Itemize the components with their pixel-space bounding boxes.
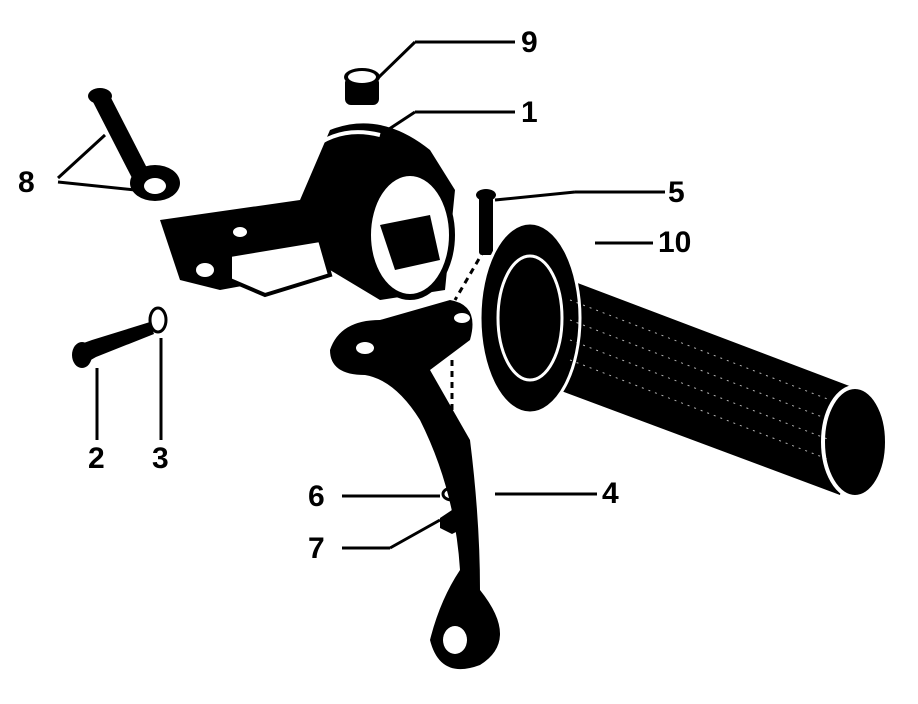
callout-10: 10 [658,226,692,259]
washer-part-3 [148,306,168,334]
callout-1: 1 [521,96,538,129]
callout-8: 8 [18,166,35,199]
callout-6: 6 [308,480,325,513]
callout-5: 5 [668,176,685,209]
grip-part-10 [478,221,889,499]
lever-part-4 [330,300,500,670]
bolt-part-2 [72,322,154,368]
leader-8a [56,133,107,180]
leader-8b [57,180,136,192]
callout-9: 9 [521,26,538,59]
housing-part-1 [160,123,455,300]
callout-7: 7 [308,532,325,565]
callout-2: 2 [88,442,105,475]
callout-3: 3 [152,442,169,475]
washer-part-6 [441,486,463,502]
cable-nipple-part-9 [344,68,380,105]
callout-4: 4 [602,477,619,510]
pivot-bolt-part-5 [476,189,496,255]
adjuster-part-8 [88,88,180,201]
nut-part-7 [440,510,464,534]
